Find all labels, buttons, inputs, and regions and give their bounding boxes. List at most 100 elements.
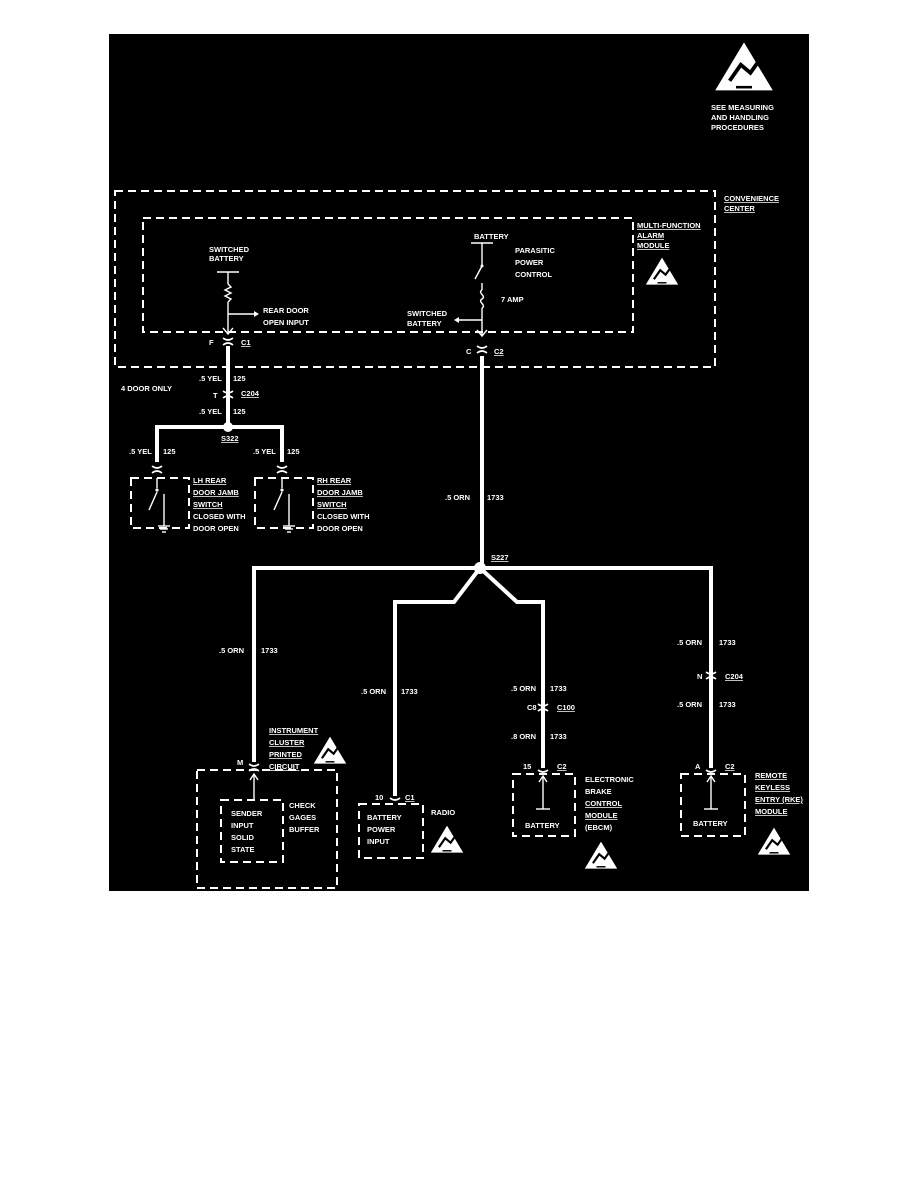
wire-orn-cluster: .5 ORN: [219, 646, 244, 655]
wire-125-3: 125: [163, 447, 176, 456]
wire-1733-ebcm-2: 1733: [550, 732, 567, 741]
rh-switch-5: DOOR OPEN: [317, 524, 363, 533]
radio-1: BATTERY: [367, 813, 402, 822]
switched-battery-left-2: BATTERY: [209, 254, 244, 263]
connector-c2-rke: C2: [725, 762, 735, 771]
warning-line3: PROCEDURES: [711, 123, 764, 132]
wire-1733-trunk: 1733: [487, 493, 504, 502]
wiring-diagram: SEE MEASURING AND HANDLING PROCEDURES CO…: [109, 34, 809, 891]
warning-line2: AND HANDLING: [711, 113, 769, 122]
ebcm-battery: BATTERY: [525, 821, 560, 830]
rke-4: MODULE: [755, 807, 788, 816]
ebcm-3: CONTROL: [585, 799, 622, 808]
check-gages-3: BUFFER: [289, 825, 320, 834]
lh-switch-5: DOOR OPEN: [193, 524, 239, 533]
switched-battery-right-1: SWITCHED: [407, 309, 448, 318]
ebcm-5: (EBCM): [585, 823, 613, 832]
switched-battery-left-1: SWITCHED: [209, 245, 250, 254]
connector-t-pin: T: [213, 391, 218, 400]
rke-1: REMOTE: [755, 771, 787, 780]
radio-2: POWER: [367, 825, 396, 834]
rh-switch-2: DOOR JAMB: [317, 488, 363, 497]
convenience-center-label1: CONVENIENCE: [724, 194, 779, 203]
rear-door-label1: REAR DOOR: [263, 306, 309, 315]
connector-m-pin: M: [237, 758, 243, 767]
wire-yel-3: .5 YEL: [129, 447, 152, 456]
ebcm-4: MODULE: [585, 811, 618, 820]
lh-switch-1: LH REAR: [193, 476, 227, 485]
rke-3: ENTRY (RKE): [755, 795, 803, 804]
warning-line1: SEE MEASURING: [711, 103, 774, 112]
sender-2: INPUT: [231, 821, 254, 830]
sender-box: [220, 799, 284, 863]
connector-pin15: 15: [523, 762, 531, 771]
sender-3: SOLID: [231, 833, 255, 842]
wire-1733-ebcm-1: 1733: [550, 684, 567, 693]
connector-c1: C1: [241, 338, 251, 347]
wire-orn-rke-1: .5 ORN: [677, 638, 702, 647]
lh-switch-4: CLOSED WITH: [193, 512, 246, 521]
connector-c100: C100: [557, 703, 575, 712]
cluster-3: PRINTED: [269, 750, 303, 759]
esd-warning-icon: [429, 824, 465, 854]
battery-top-label: BATTERY: [474, 232, 509, 241]
esd-warning-icon: [644, 256, 680, 286]
radio-box: [358, 803, 424, 859]
sender-1: SENDER: [231, 809, 263, 818]
ebcm-box: [512, 773, 576, 837]
splice-s322-label: S322: [221, 434, 239, 443]
wire-yel-2: .5 YEL: [199, 407, 222, 416]
parasitic-label3: CONTROL: [515, 270, 552, 279]
connector-a-pin: A: [695, 762, 701, 771]
cluster-1: INSTRUMENT: [269, 726, 319, 735]
radio-3: INPUT: [367, 837, 390, 846]
wire-yel-4: .5 YEL: [253, 447, 276, 456]
rh-switch-1: RH REAR: [317, 476, 352, 485]
check-gages-1: CHECK: [289, 801, 316, 810]
check-gages-2: GAGES: [289, 813, 316, 822]
wire-125-4: 125: [287, 447, 300, 456]
esd-warning-icon: [583, 840, 619, 870]
wire-1733-rke-1: 1733: [719, 638, 736, 647]
connector-c204: C204: [241, 389, 260, 398]
wire-orn-ebcm-2: .8 ORN: [511, 732, 536, 741]
sender-4: STATE: [231, 845, 254, 854]
mfa-label1: MULTI-FUNCTION: [637, 221, 701, 230]
connector-f-pin: F: [209, 338, 214, 347]
ebcm-2: BRAKE: [585, 787, 612, 796]
esd-warning-icon: [756, 826, 792, 856]
lh-switch-2: DOOR JAMB: [193, 488, 239, 497]
cluster-2: CLUSTER: [269, 738, 305, 747]
ebcm-1: ELECTRONIC: [585, 775, 634, 784]
four-door-label: 4 DOOR ONLY: [121, 384, 172, 393]
esd-warning-icon: [713, 40, 775, 93]
wire-1733-rke-2: 1733: [719, 700, 736, 709]
wire-yel-1: .5 YEL: [199, 374, 222, 383]
connector-c204b: C204: [725, 672, 744, 681]
parasitic-label1: PARASITIC: [515, 246, 555, 255]
esd-warning-icon: [312, 735, 348, 765]
connector-c2-ebcm: C2: [557, 762, 567, 771]
wire-orn-trunk: .5 ORN: [445, 493, 470, 502]
rh-switch-3: SWITCH: [317, 500, 347, 509]
mfa-module-box: [142, 217, 634, 333]
radio-name: RADIO: [431, 808, 455, 817]
rke-2: KEYLESS: [755, 783, 790, 792]
connector-c8-pin: C8: [527, 703, 537, 712]
convenience-center-box: [114, 190, 716, 368]
switched-battery-right-2: BATTERY: [407, 319, 442, 328]
rh-switch-4: CLOSED WITH: [317, 512, 370, 521]
connector-pin10: 10: [375, 793, 383, 802]
connector-c-pin: C: [466, 347, 472, 356]
diagram-canvas: SEE MEASURING AND HANDLING PROCEDURES CO…: [114, 40, 803, 889]
wire-1733-cluster: 1733: [261, 646, 278, 655]
wire-orn-ebcm-1: .5 ORN: [511, 684, 536, 693]
parasitic-label2: POWER: [515, 258, 544, 267]
mfa-label2: ALARM: [637, 231, 664, 240]
fuse-label: 7 AMP: [501, 295, 524, 304]
wire-orn-radio: .5 ORN: [361, 687, 386, 696]
connector-c1-radio: C1: [405, 793, 415, 802]
wire-orn-rke-2: .5 ORN: [677, 700, 702, 709]
wire-1733-radio: 1733: [401, 687, 418, 696]
lh-switch-3: SWITCH: [193, 500, 223, 509]
